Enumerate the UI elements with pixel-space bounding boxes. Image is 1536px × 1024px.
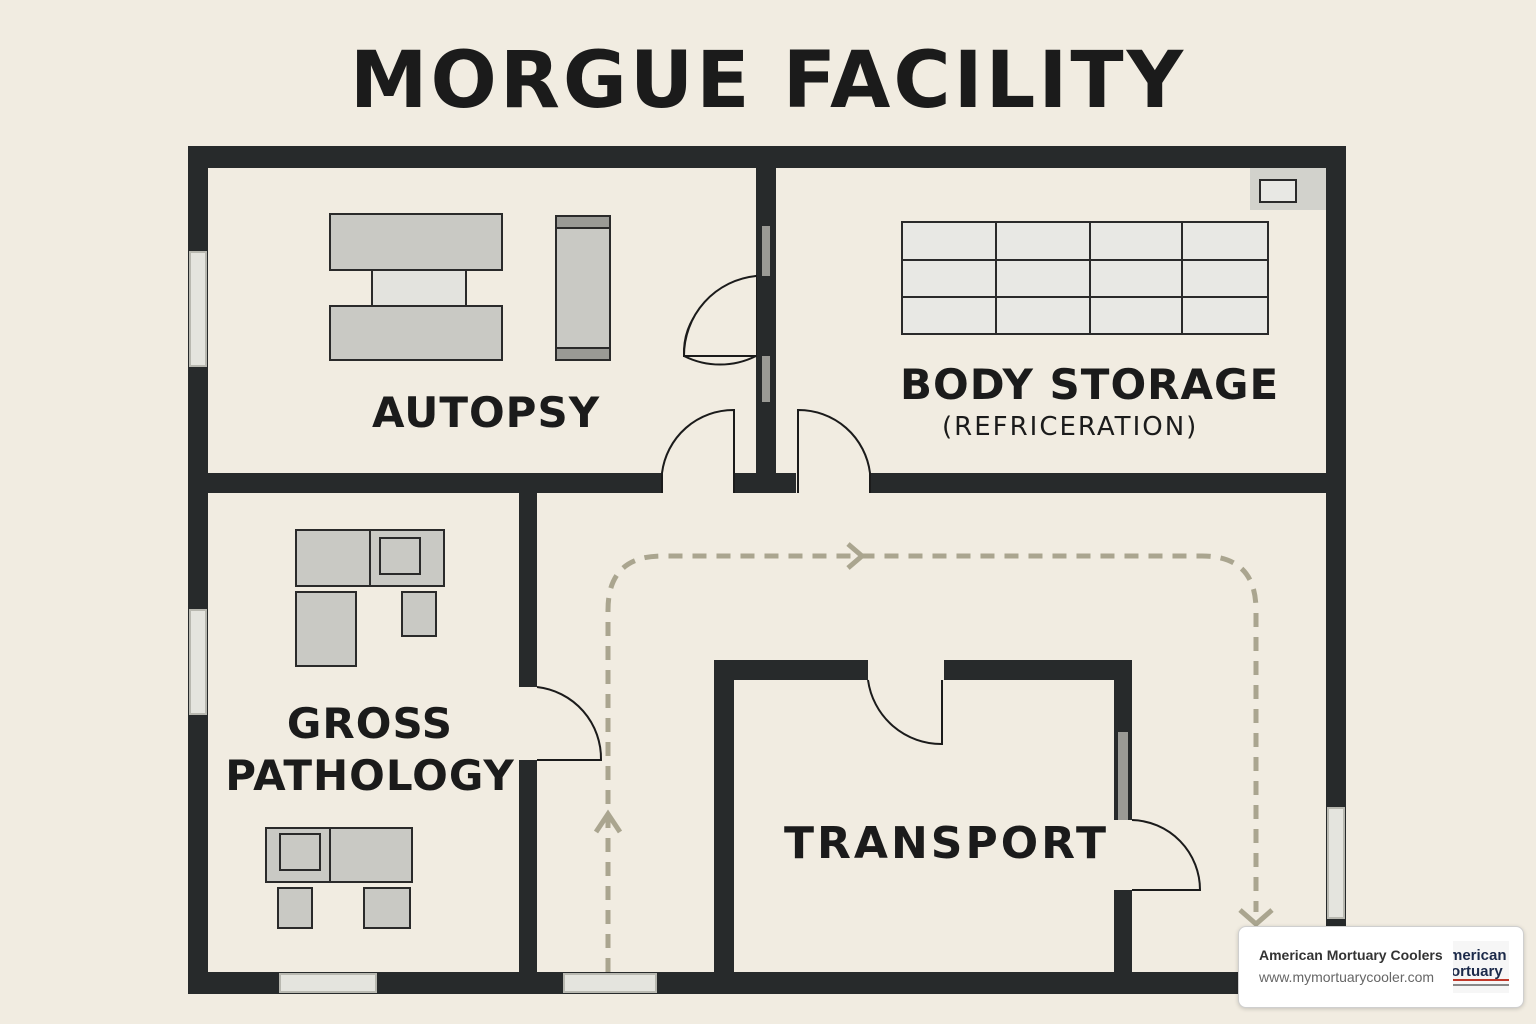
path-arrow-icon	[593, 542, 1274, 928]
room-label-gross-line2: PATHOLOGY	[225, 751, 515, 800]
interior-walls	[188, 146, 1346, 994]
pathology-benches	[265, 529, 445, 929]
room-label-transport: TRANSPORT	[784, 818, 1110, 869]
watermark-name: American Mortuary Coolers	[1259, 947, 1443, 963]
company-logo-icon: merican ortuary	[1453, 941, 1509, 993]
room-sublabel-refrigeration: (REFRICERATION)	[942, 412, 1199, 442]
room-label-gross-line1: GROSS	[286, 699, 454, 748]
wall-insert	[762, 226, 1128, 820]
control-panel	[1250, 168, 1326, 210]
logo-line1: merican	[1453, 947, 1507, 964]
page-title: MORGUE FACILITY	[349, 36, 1187, 126]
watermark-url[interactable]: www.mymortuarycooler.com	[1259, 969, 1435, 985]
watermark-card[interactable]: American Mortuary Coolers www.mymortuary…	[1238, 926, 1524, 1008]
room-label-body-storage: BODY STORAGE	[900, 360, 1280, 409]
logo-line2: ortuary	[1453, 963, 1503, 980]
autopsy-tables	[329, 213, 611, 361]
window-icon	[189, 251, 1345, 993]
room-label-autopsy: AUTOPSY	[372, 388, 601, 437]
refrigeration-units	[901, 221, 1269, 335]
room-label-gross-pathology: GROSS PATHOLOGY	[205, 698, 535, 802]
circulation-path	[605, 553, 1259, 972]
door-swing-icon	[536, 274, 1202, 891]
